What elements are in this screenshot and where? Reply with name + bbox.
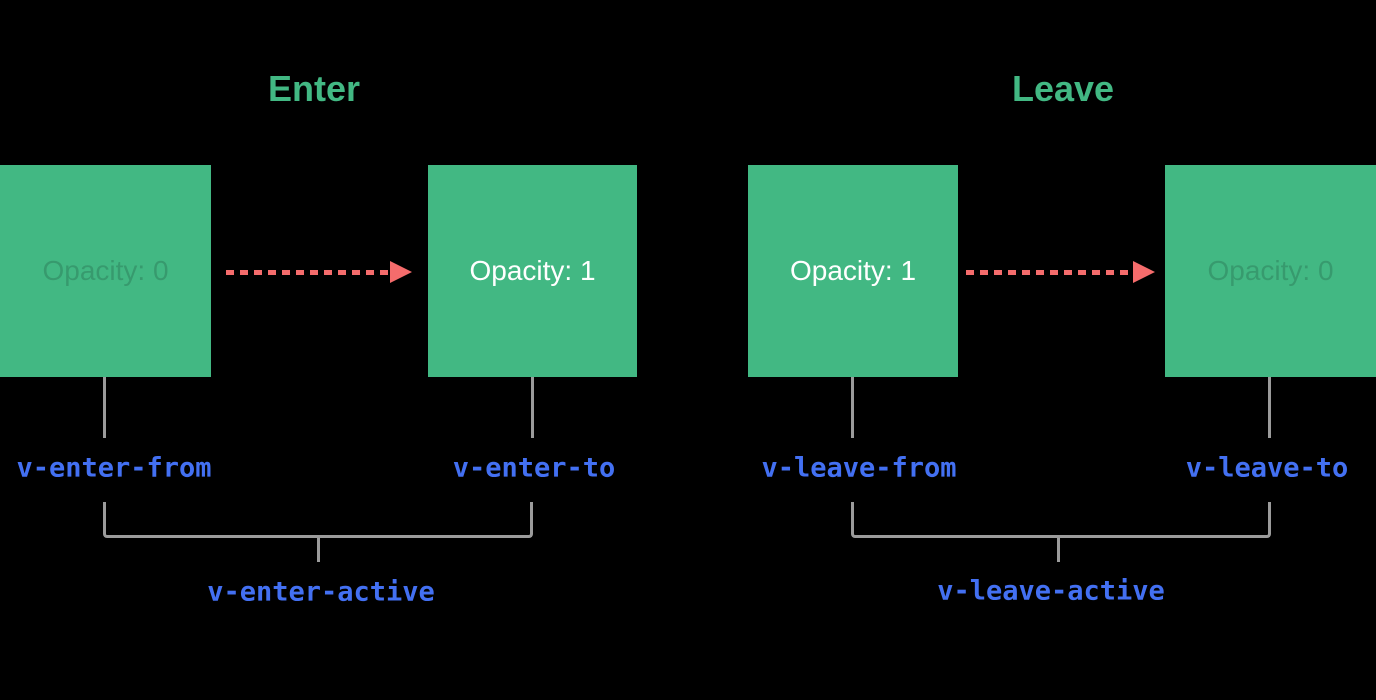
enter-from-connector-line — [103, 377, 106, 438]
enter-active-bracket-stem — [317, 538, 320, 562]
leave-from-square: Opacity: 1 — [748, 165, 958, 377]
leave-to-class-label: v-leave-to — [1185, 452, 1349, 484]
enter-from-square: Opacity: 0 — [0, 165, 211, 377]
enter-section-title: Enter — [267, 68, 361, 109]
leave-transition-arrow — [966, 261, 1155, 283]
leave-active-bracket-stem — [1057, 538, 1060, 562]
dashed-line — [966, 269, 1133, 275]
arrow-head-icon — [1133, 261, 1155, 283]
enter-from-opacity-label: Opacity: 0 — [42, 255, 169, 286]
enter-to-opacity-label: Opacity: 1 — [469, 255, 596, 286]
leave-to-square: Opacity: 0 — [1165, 165, 1376, 377]
enter-active-class-label: v-enter-active — [207, 576, 435, 608]
enter-to-class-label: v-enter-to — [452, 452, 616, 484]
enter-to-connector-line — [531, 377, 534, 438]
leave-section-title: Leave — [1011, 68, 1115, 109]
leave-active-class-label: v-leave-active — [937, 575, 1165, 607]
leave-from-connector-line — [851, 377, 854, 438]
leave-from-class-label: v-leave-from — [761, 452, 957, 484]
enter-to-square: Opacity: 1 — [428, 165, 637, 377]
dashed-line — [226, 269, 390, 275]
enter-from-class-label: v-enter-from — [16, 452, 212, 484]
enter-active-bracket — [103, 502, 533, 538]
leave-from-opacity-label: Opacity: 1 — [789, 255, 917, 286]
arrow-head-icon — [390, 261, 412, 283]
enter-transition-arrow — [226, 261, 412, 283]
leave-to-connector-line — [1268, 377, 1271, 438]
leave-to-opacity-label: Opacity: 0 — [1207, 255, 1334, 286]
leave-active-bracket — [851, 502, 1271, 538]
